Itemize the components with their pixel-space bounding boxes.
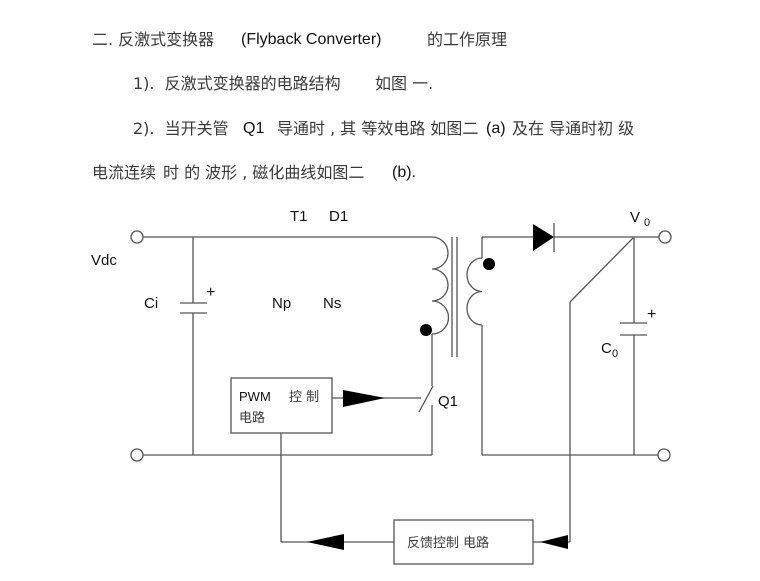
switch-q1-blade [418,385,434,413]
secondary-polarity-dot [483,258,495,270]
item-2-cont-start: 电流连续 [92,163,157,182]
pwm-control-box [230,377,333,434]
output-terminal-positive [658,230,672,244]
feedback-sense-diagonal [569,237,634,303]
label-ci: Ci [144,295,158,312]
heading-section-title-en: (Flyback Converter) [241,31,382,48]
label-vo: V [630,209,640,226]
label-q1: Q1 [438,393,458,410]
label-co-subscript: 0 [612,348,618,360]
item-2-text-middle: 导通时 , 其 等效电路 如图二 [277,119,479,138]
item-2-text-end: 及在 导通时初 级 [512,119,635,138]
item-1-text: 1). 反激式变换器的电路结构 [133,74,341,93]
feedback-control-label: 反馈控制 电路 [407,535,489,551]
label-vo-subscript: 0 [644,217,650,229]
feedback-input-arrow-icon [540,535,568,549]
label-co: C [601,340,612,357]
label-np: Np [272,295,291,312]
pwm-label-line2: 电路 [239,410,265,426]
label-vdc: Vdc [91,252,117,269]
feedback-output-arrow-icon [307,534,344,550]
item-2-q1: Q1 [243,120,265,137]
label-co-plus: + [647,306,656,323]
input-terminal-negative [130,448,144,462]
item-1-figure-ref: 如图 一. [375,74,434,93]
item-2-text-start: 2). 当开关管 [133,119,229,138]
heading-section-title-suffix: 的工作原理 [427,30,508,49]
pwm-label-en: PWM [239,389,271,404]
item-2-cont-middle: 时 的 波形 , 磁化曲线如图二 [163,163,365,182]
label-ns: Ns [323,295,341,312]
heading-section-title-cn: 二. 反激式变换器 [92,30,215,49]
label-t1: T1 [290,208,308,225]
item-2-fig-a: (a) [486,120,506,137]
label-d1: D1 [329,208,348,225]
label-ci-plus: + [206,284,215,301]
pwm-label-cn: 控 制 [289,390,319,405]
primary-winding [431,236,450,335]
item-2-fig-b: (b). [392,164,416,181]
output-terminal-negative [657,448,671,462]
input-terminal-positive [130,230,144,244]
secondary-winding [466,257,483,326]
pwm-drive-arrow-icon [343,390,385,407]
primary-polarity-dot [420,324,432,336]
diode-d1-triangle [533,224,554,251]
